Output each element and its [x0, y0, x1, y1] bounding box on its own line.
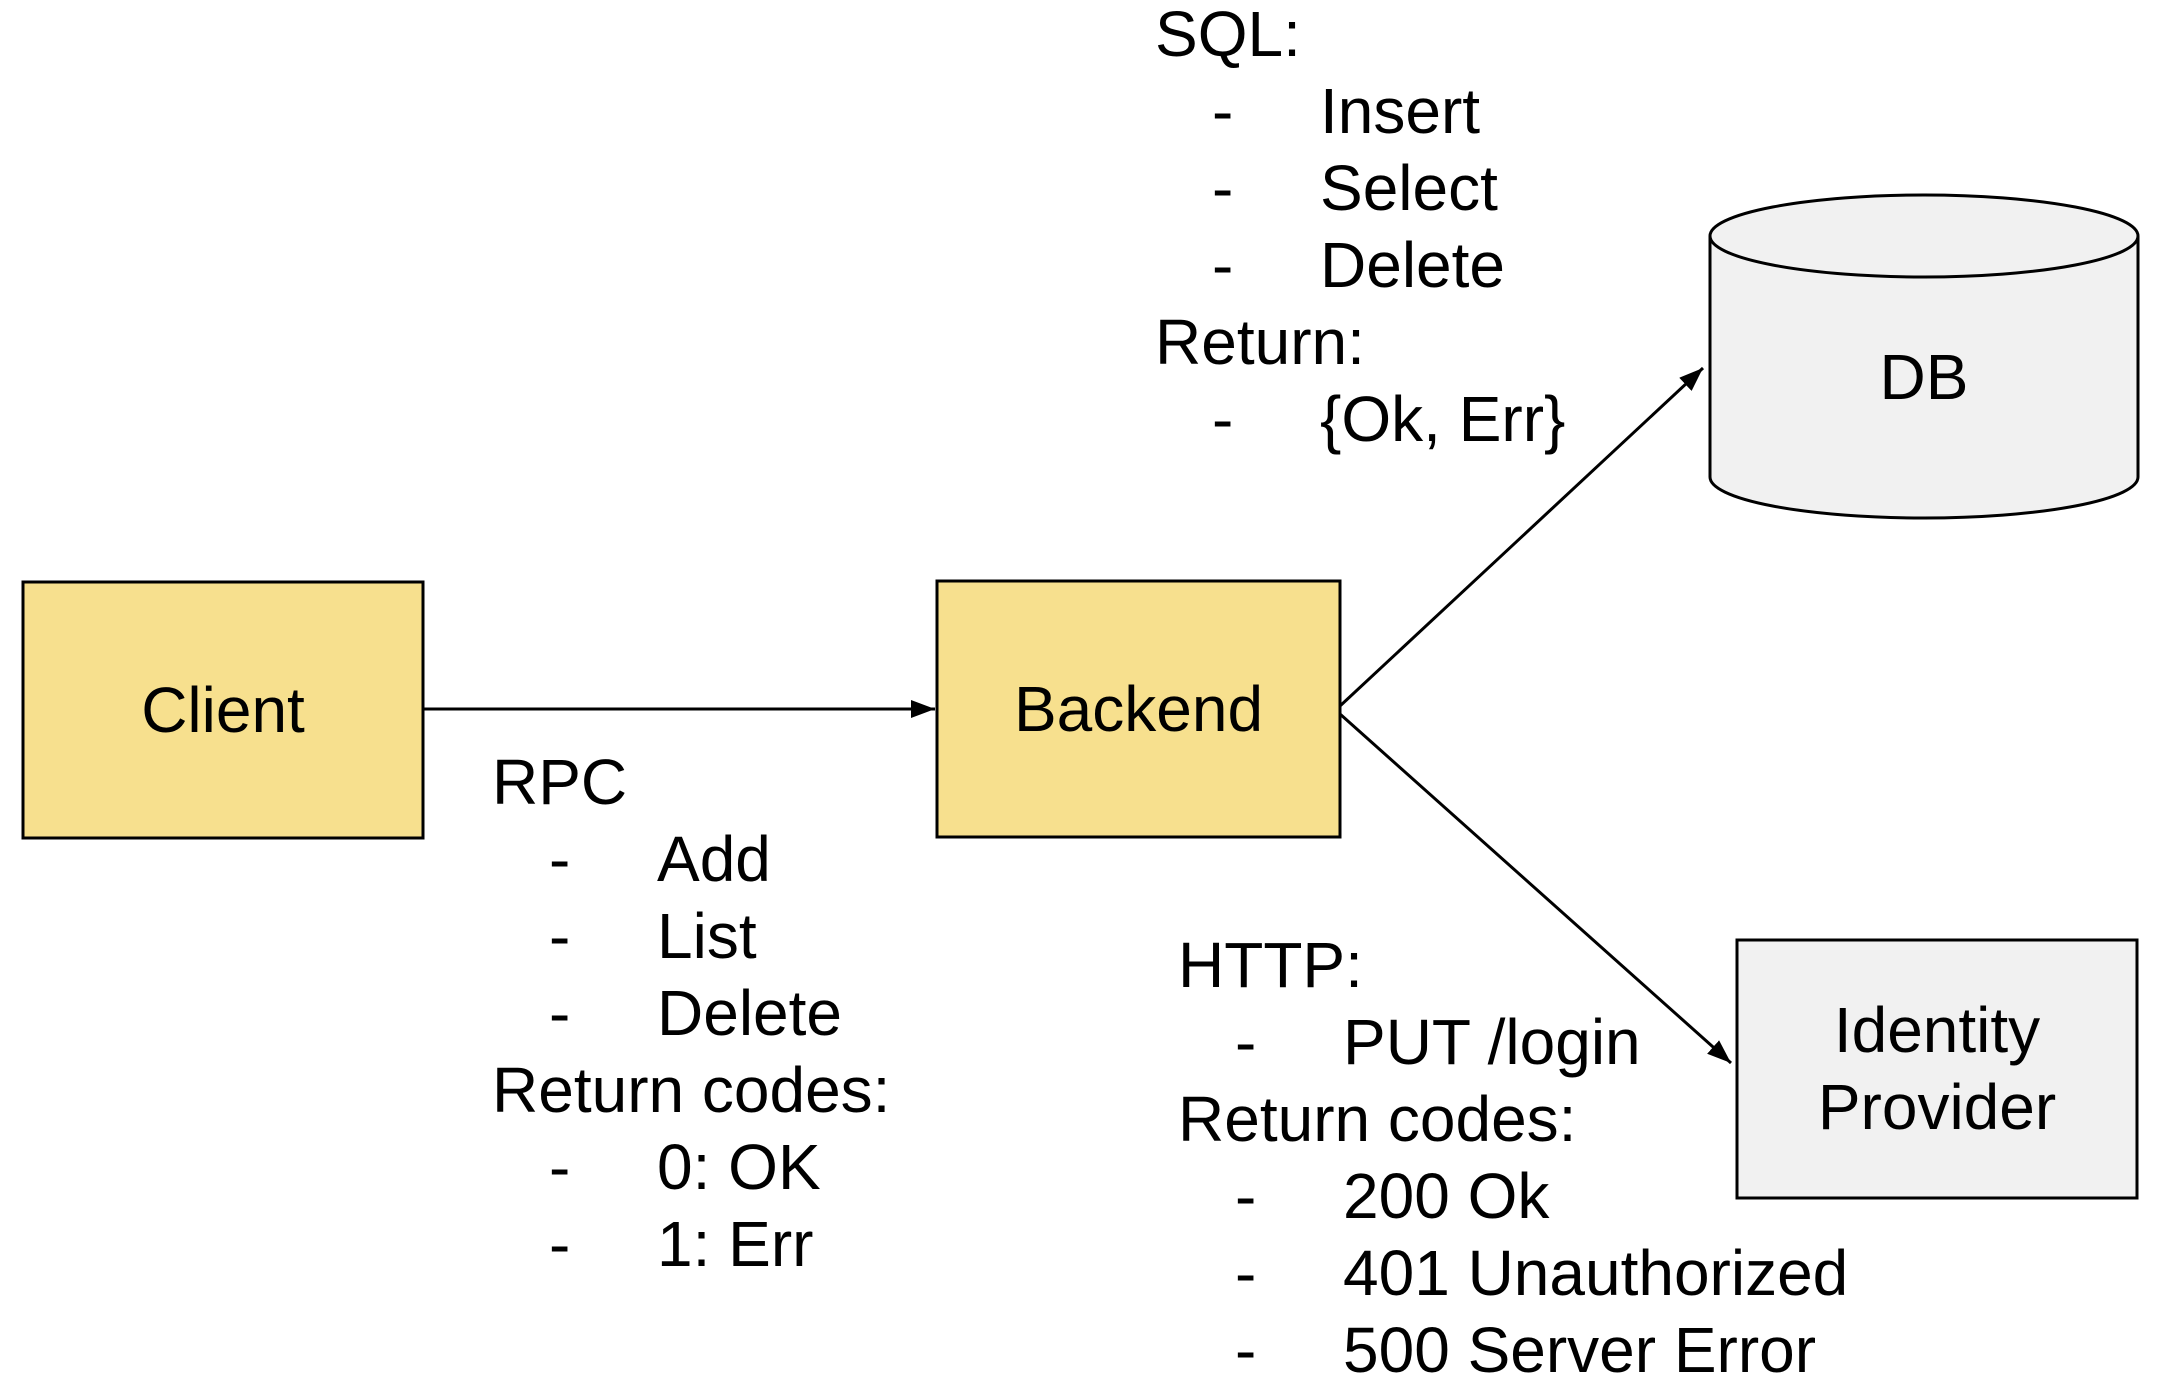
http-note-title: HTTP:: [1178, 929, 1363, 1001]
http-note-bullet: - 200 Ok: [1178, 1158, 1848, 1235]
client-node: [21, 580, 425, 840]
rpc-note-title: RPC: [492, 746, 628, 818]
sql-note-title: SQL:: [1155, 0, 1301, 70]
rpc-note: RPC - Add - List - Delete Return codes: - 0:…: [492, 744, 890, 1283]
bullet-dash: -: [549, 823, 571, 895]
rpc-bullet-text: 0: OK: [657, 1131, 821, 1203]
rpc-bullet-text: Delete: [657, 977, 842, 1049]
bullet-dash: -: [1235, 1160, 1257, 1232]
http-note-bullet: - PUT /login: [1178, 1004, 1848, 1081]
bullet-dash: -: [549, 1208, 571, 1280]
rpc-note-bullet: - List: [492, 898, 890, 975]
db-label-text: DB: [1879, 340, 1969, 413]
bullet-dash: -: [1212, 152, 1234, 224]
http-note-subtitle: Return codes:: [1178, 1083, 1577, 1155]
http-note-bullet: - 401 Unauthorized: [1178, 1235, 1848, 1312]
backend-to-db-arrow: [1338, 366, 1705, 708]
bullet-dash: -: [1212, 383, 1234, 455]
sql-bullet-text: Insert: [1320, 75, 1481, 147]
db-cylinder-shape: [1708, 193, 2140, 520]
backend-label-text: Backend: [1013, 672, 1264, 745]
rpc-note-bullet: - 1: Err: [492, 1206, 890, 1283]
http-note: HTTP: -PUT /login Return codes: -200 Ok …: [1178, 927, 1848, 1389]
rpc-note-subtitle: Return codes:: [492, 1054, 891, 1126]
rpc-bullet-text: List: [657, 900, 757, 972]
backend-to-identity-provider-arrow: [1339, 712, 1732, 1065]
bullet-dash: -: [549, 900, 571, 972]
client-label-text: Client: [141, 673, 305, 746]
bullet-dash: -: [1235, 1237, 1257, 1309]
sql-note-bullet: - Insert: [1155, 73, 1565, 150]
backend-node: [935, 579, 1342, 839]
sql-bullet-text: Delete: [1320, 229, 1505, 301]
identity-provider-node: [1735, 938, 2139, 1200]
sql-note-bullet: - Delete: [1155, 227, 1565, 304]
bullet-dash: -: [549, 977, 571, 1049]
rpc-note-bullet: - Add: [492, 821, 890, 898]
bullet-dash: -: [1235, 1314, 1257, 1386]
bullet-dash: -: [549, 1131, 571, 1203]
sql-note-bullet: - {Ok, Err}: [1155, 381, 1565, 458]
backend-label: Backend: [937, 581, 1340, 837]
db-cylinder-top: [1708, 193, 2140, 279]
sql-bullet-text: Select: [1320, 152, 1498, 224]
sql-note: SQL: - Insert - Select - Delete Return: - {O…: [1155, 0, 1565, 458]
bullet-dash: -: [1235, 1006, 1257, 1078]
client-label: Client: [23, 582, 423, 838]
http-bullet-text: PUT /login: [1343, 1006, 1641, 1078]
db-cylinder-body: [1708, 236, 2140, 520]
http-bullet-text: 200 Ok: [1343, 1160, 1550, 1232]
db-label: DB: [1710, 236, 2138, 518]
http-bullet-text: 401 Unauthorized: [1343, 1237, 1849, 1309]
bullet-dash: -: [1212, 75, 1234, 147]
sql-bullet-text: {Ok, Err}: [1320, 383, 1566, 455]
sql-note-bullet: - Select: [1155, 150, 1565, 227]
sql-note-subtitle: Return:: [1155, 306, 1365, 378]
rpc-bullet-text: 1: Err: [657, 1208, 814, 1280]
identity-provider-label-text: Identity Provider: [1817, 994, 2057, 1143]
bullet-dash: -: [1212, 229, 1234, 301]
http-note-bullet: - 500 Server Error: [1178, 1312, 1848, 1389]
http-bullet-text: 500 Server Error: [1343, 1314, 1817, 1386]
rpc-note-bullet: - Delete: [492, 975, 890, 1052]
rpc-note-bullet: - 0: OK: [492, 1129, 890, 1206]
rpc-bullet-text: Add: [657, 823, 771, 895]
identity-provider-label: Identity Provider: [1737, 940, 2137, 1198]
